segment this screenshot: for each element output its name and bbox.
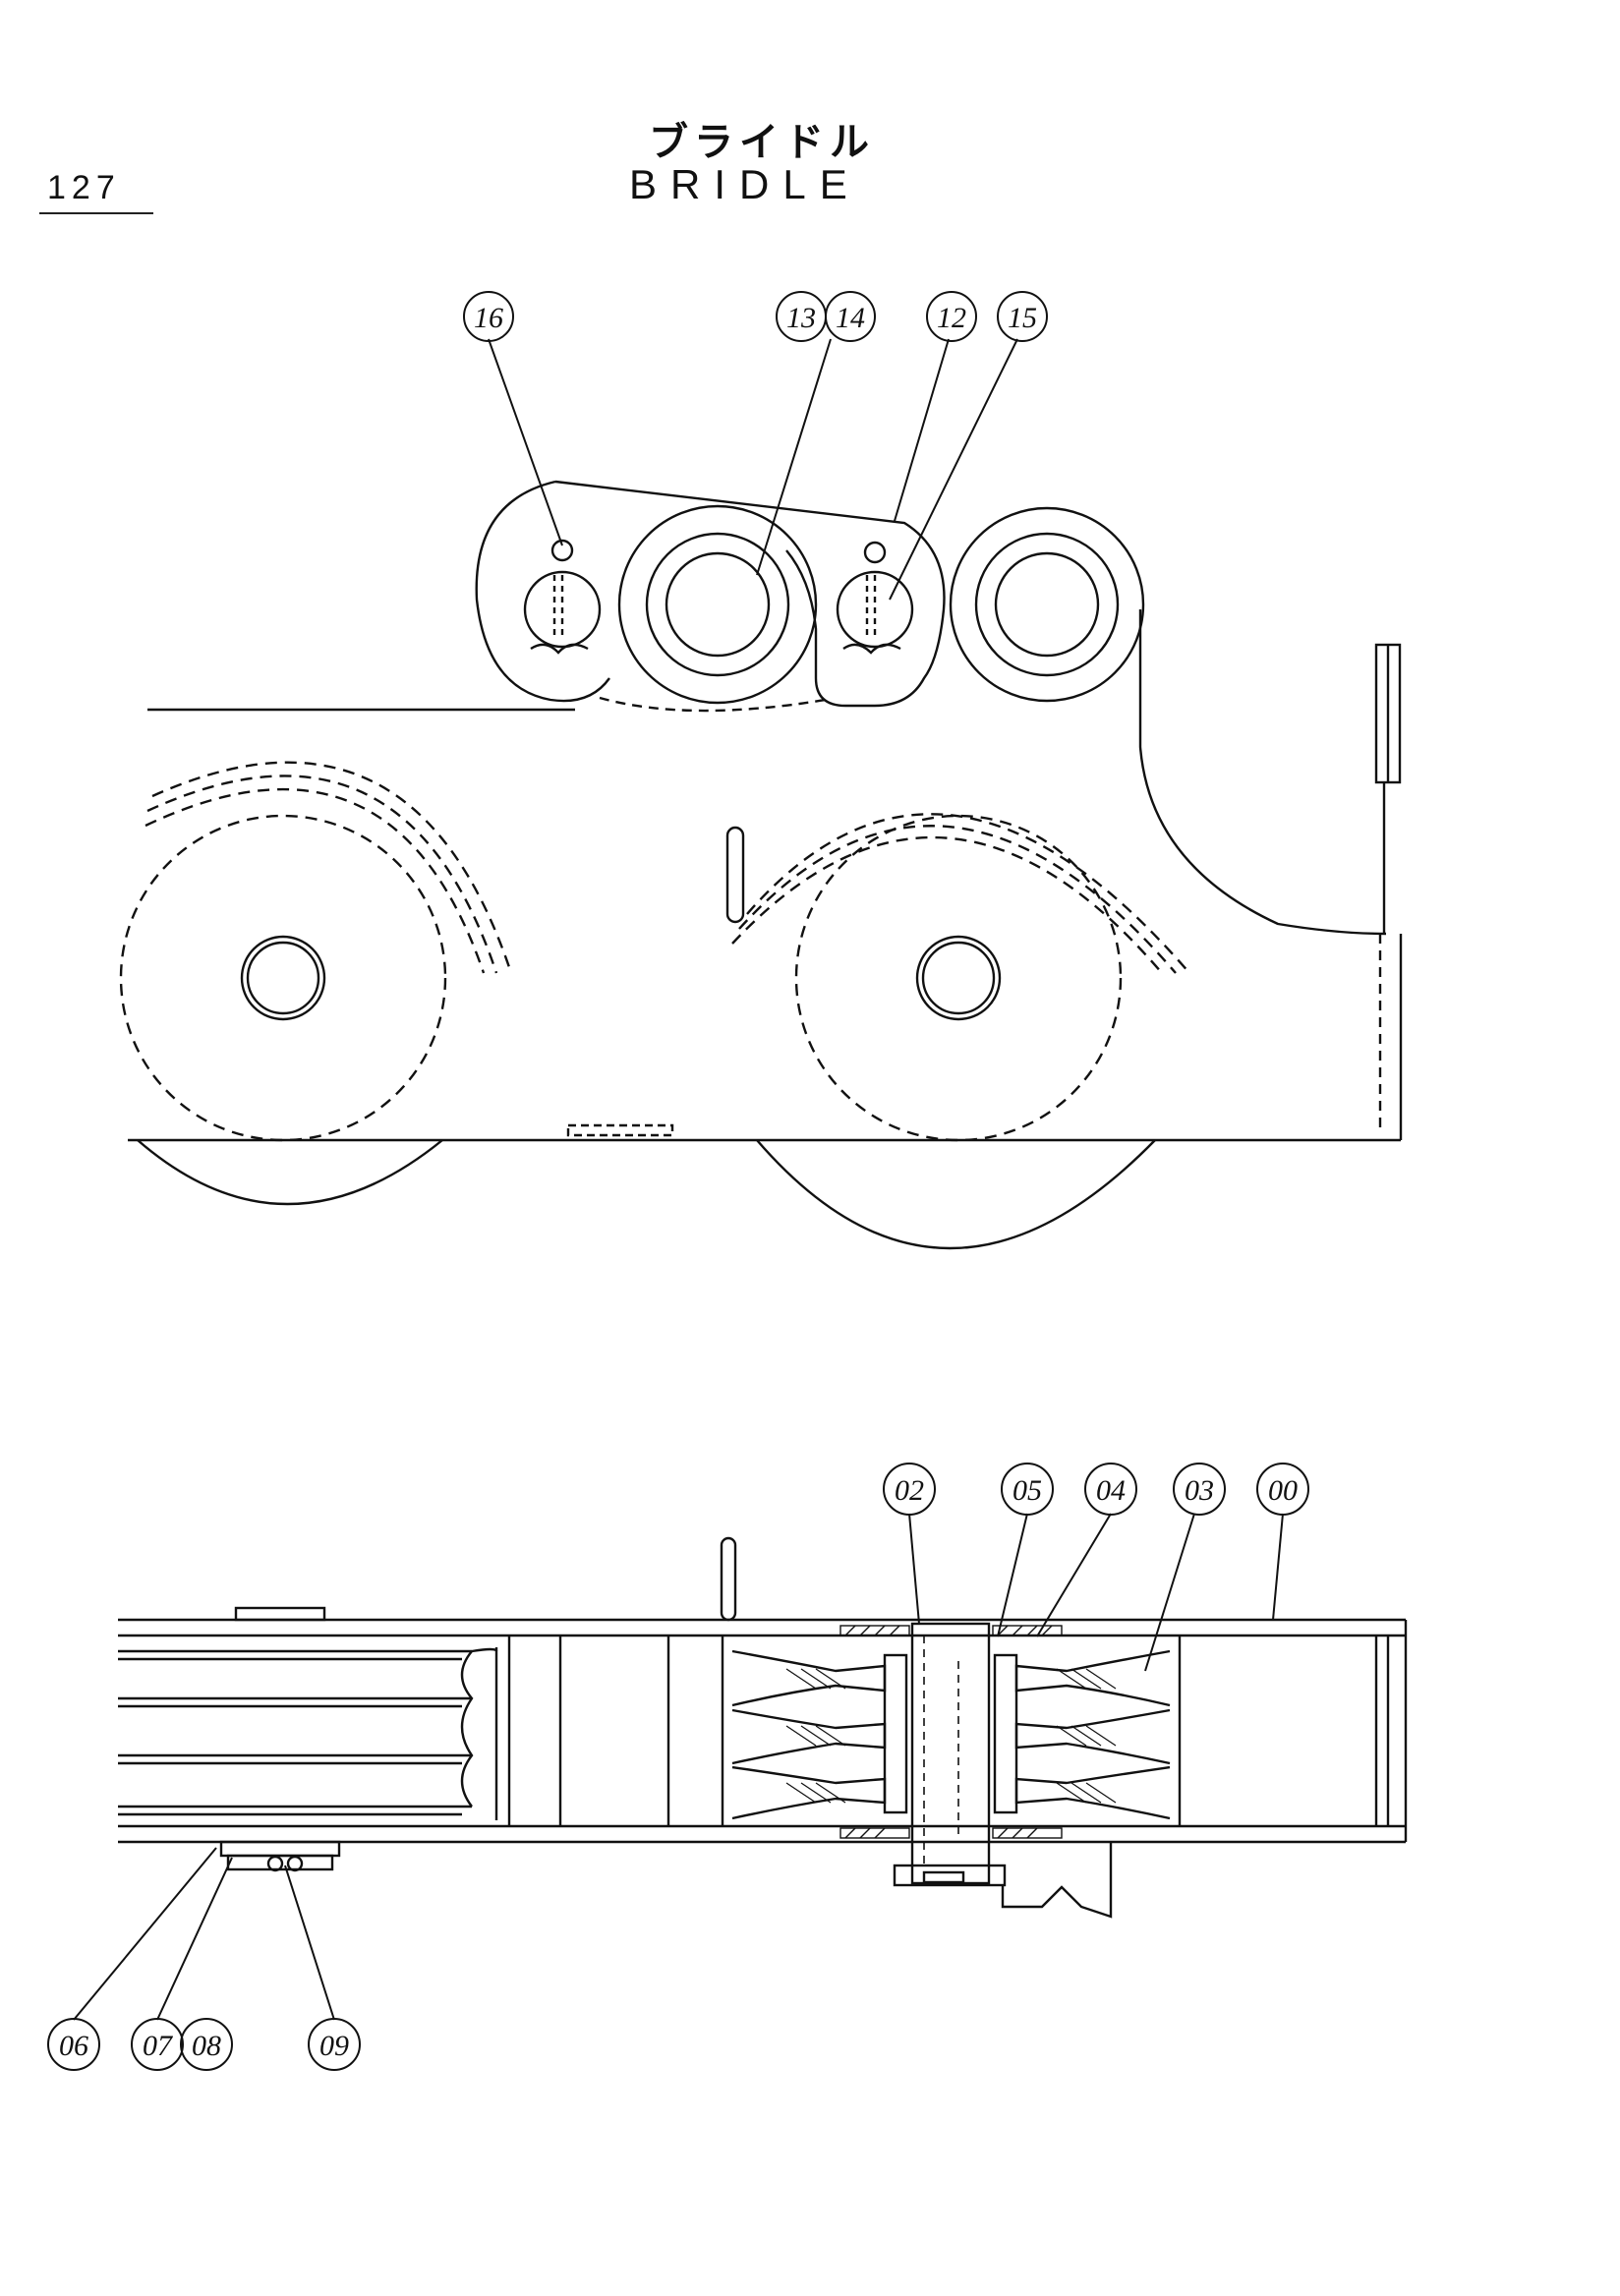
callout-05-label: 05 [1012,1474,1042,1507]
guide-rod [725,826,745,924]
left-drum [119,761,513,1142]
callout-03-label: 03 [1185,1474,1214,1507]
title-japanese: ブライドル [649,120,875,165]
sheave-1-inner [665,551,771,658]
callout-06-label: 06 [59,2030,88,2062]
side-callouts: 16 13 14 12 15 [463,291,1048,342]
sheave-2-inner [994,551,1100,658]
callout-14-label: 14 [836,302,865,334]
callout-00: 00 [1256,1463,1309,1516]
left-drum-grooves [118,1647,498,1820]
callout-14: 14 [825,291,876,342]
callout-04: 04 [1084,1463,1137,1516]
boom-head-curve [1138,609,1387,936]
leader-15 [889,338,1018,601]
callout-03: 03 [1173,1463,1226,1516]
left-drum-hub-inner [246,941,320,1015]
bridle-plate [554,480,946,708]
callout-05: 05 [1001,1463,1054,1516]
center-pin [893,1622,1007,1887]
callout-00-label: 00 [1268,1474,1298,1507]
callout-02: 02 [883,1463,936,1516]
leader-13-14 [756,338,832,576]
sheave-2-outer [949,506,1145,703]
callout-12: 12 [926,291,977,342]
callout-16-label: 16 [474,302,503,334]
callout-09-label: 09 [319,2030,349,2062]
bottom-bolt-assembly [219,1840,341,1872]
left-drum-hub [240,935,326,1021]
callout-13: 13 [776,291,827,342]
right-drum [731,813,1190,1142]
callout-02-label: 02 [895,1474,924,1507]
page-number-underline [39,212,153,214]
left-drum-flange [137,1139,443,1206]
callout-15-label: 15 [1008,302,1037,334]
callout-15: 15 [997,291,1048,342]
left-sheave-stack [731,1649,908,1820]
side-view [119,338,1403,1250]
callout-08: 08 [180,2018,233,2071]
sheave-2-bg-inner [974,532,1120,677]
left-lug [475,480,610,703]
right-drum-hub-inner [921,941,996,1015]
plan-callouts: 02 05 04 03 00 06 07 08 [47,1463,1309,2071]
callout-12-label: 12 [937,302,966,334]
drain-slot [566,1123,674,1137]
title-english: BRIDLE [629,161,861,207]
pin-right [836,541,914,655]
callout-09: 09 [308,2018,361,2071]
plate-hidden-edge [599,696,827,713]
right-drum-hub [915,935,1002,1021]
sheave-1-outer [617,504,818,705]
right-sheave-stack [993,1649,1171,1820]
top-boss [234,1606,326,1622]
plan-view [73,1513,1408,2021]
sheave-1-bg-inner [645,532,790,677]
callout-08-label: 08 [192,2030,221,2062]
page-number: 127 [47,169,121,206]
right-drum-flange [756,1139,1156,1250]
callout-07: 07 [131,2018,184,2071]
pin-washers [839,1625,1063,1839]
callout-16: 16 [463,291,514,342]
pin-left [523,539,602,655]
callout-13-label: 13 [786,302,816,334]
top-rod [720,1536,737,1622]
leader-12 [894,338,950,522]
callout-06: 06 [47,2018,100,2071]
callout-04-label: 04 [1096,1474,1126,1507]
leader-16 [488,338,563,546]
callout-07-label: 07 [143,2030,174,2062]
plan-leaders [73,1513,1284,2021]
lower-bracket [1001,1842,1113,1919]
